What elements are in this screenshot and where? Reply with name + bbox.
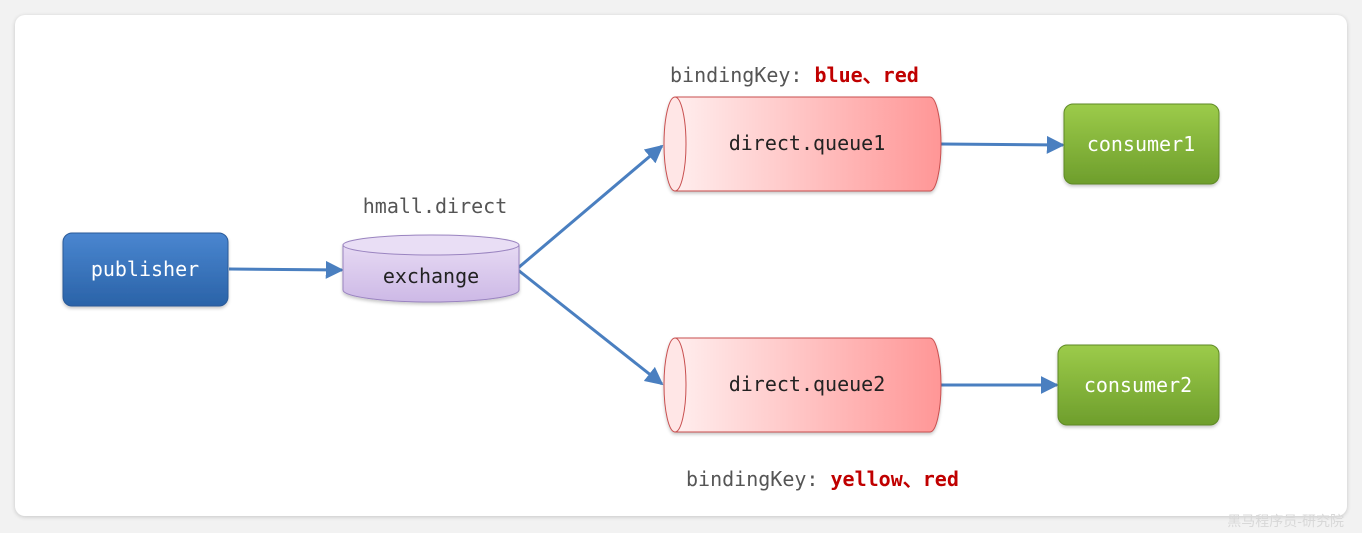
queue1-binding-prefix: bindingKey: [670,63,815,87]
exchange-node[interactable]: exchange [342,234,520,303]
queue2-binding-keys: yellow、red [831,467,959,491]
arrow-exchange-to-queue1 [517,144,664,270]
consumer2-label: consumer2 [1084,373,1192,397]
queue1-label: direct.queue1 [729,131,886,155]
arrows [228,135,1065,394]
queue2-node[interactable]: direct.queue2 [663,337,942,433]
watermark-text: 黑马程序员-研究院 [1227,514,1344,530]
queue2-label: direct.queue2 [729,372,886,396]
queue2-binding-prefix: bindingKey: [686,467,831,491]
queue2-binding: bindingKey: yellow、red [686,467,959,491]
arrow-exchange-to-queue2 [517,268,664,386]
consumer1-label: consumer1 [1087,132,1195,156]
publisher-node[interactable]: publisher [62,232,229,307]
queue1-binding-keys: blue、red [815,63,919,87]
arrow-queue1-to-consumer1 [940,135,1065,154]
exchange-label: exchange [383,264,479,288]
queue1-binding: bindingKey: blue、red [670,63,919,87]
arrow-publisher-to-exchange [228,260,344,279]
consumer2-node[interactable]: consumer2 [1057,344,1220,426]
consumer1-node[interactable]: consumer1 [1063,103,1220,185]
queue1-node[interactable]: direct.queue1 [663,96,942,192]
exchange-name: hmall.direct [363,194,508,218]
publisher-label: publisher [91,257,199,281]
